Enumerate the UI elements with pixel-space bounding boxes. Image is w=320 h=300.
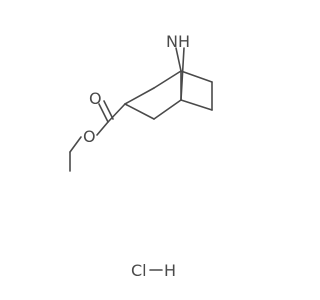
bond-c6-c5 [180, 99, 213, 111]
bond-c1-n8 [175, 47, 182, 72]
bond-c5-c4 [153, 99, 182, 120]
salt-hydrogen: H [164, 261, 176, 280]
bond-carbonyl-o-double-1 [98, 103, 109, 123]
bond-c2-c1 [153, 70, 182, 89]
ester-oxygen-label: O [83, 127, 96, 146]
bond-ester-o-ch2 [69, 136, 82, 153]
bond-carbonyl-o-double-2 [103, 100, 114, 120]
bond-c3-c2 [124, 87, 155, 105]
salt-chlorine: Cl [131, 261, 147, 280]
bond-n8-c5 [180, 47, 185, 101]
nitrogen-label: NH [166, 32, 190, 51]
bond-c3-carbonyl [107, 103, 126, 123]
bond-c1-c7 [180, 70, 213, 83]
carbonyl-oxygen-label: O [89, 89, 102, 108]
chemical-structure: NH O O Cl H [69, 32, 213, 280]
bond-carbonyl-ester-o [96, 121, 109, 136]
salt-label: Cl H [131, 261, 176, 280]
bond-c4-c3 [124, 103, 155, 120]
